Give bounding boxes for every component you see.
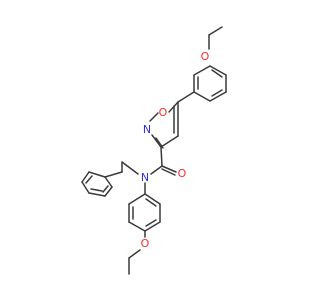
isoxazole-ring	[149, 101, 179, 149]
isoxazole-nitrogen-label: N	[143, 123, 151, 136]
structure-canvas: O O N O N O	[81, 26, 227, 275]
top-ethoxy-group	[208, 26, 223, 50]
benzyl-group	[81, 161, 139, 197]
carboxamide-group	[150, 146, 177, 176]
ether-oxygen-bottom-label: O	[141, 237, 150, 250]
carbonyl-oxygen-label: O	[178, 167, 187, 180]
bottom-ethoxy-group	[128, 230, 146, 275]
amide-nitrogen-label: N	[141, 171, 149, 184]
ether-oxygen-top-label: O	[201, 50, 210, 63]
molecule-drawing: O O N O N O	[81, 26, 227, 275]
isoxazole-oxygen-label: O	[159, 106, 168, 119]
bottom-phenylene-ring	[128, 193, 161, 232]
top-phenylene-ring	[193, 65, 227, 102]
aryl-isoxazole-bond	[177, 91, 195, 103]
